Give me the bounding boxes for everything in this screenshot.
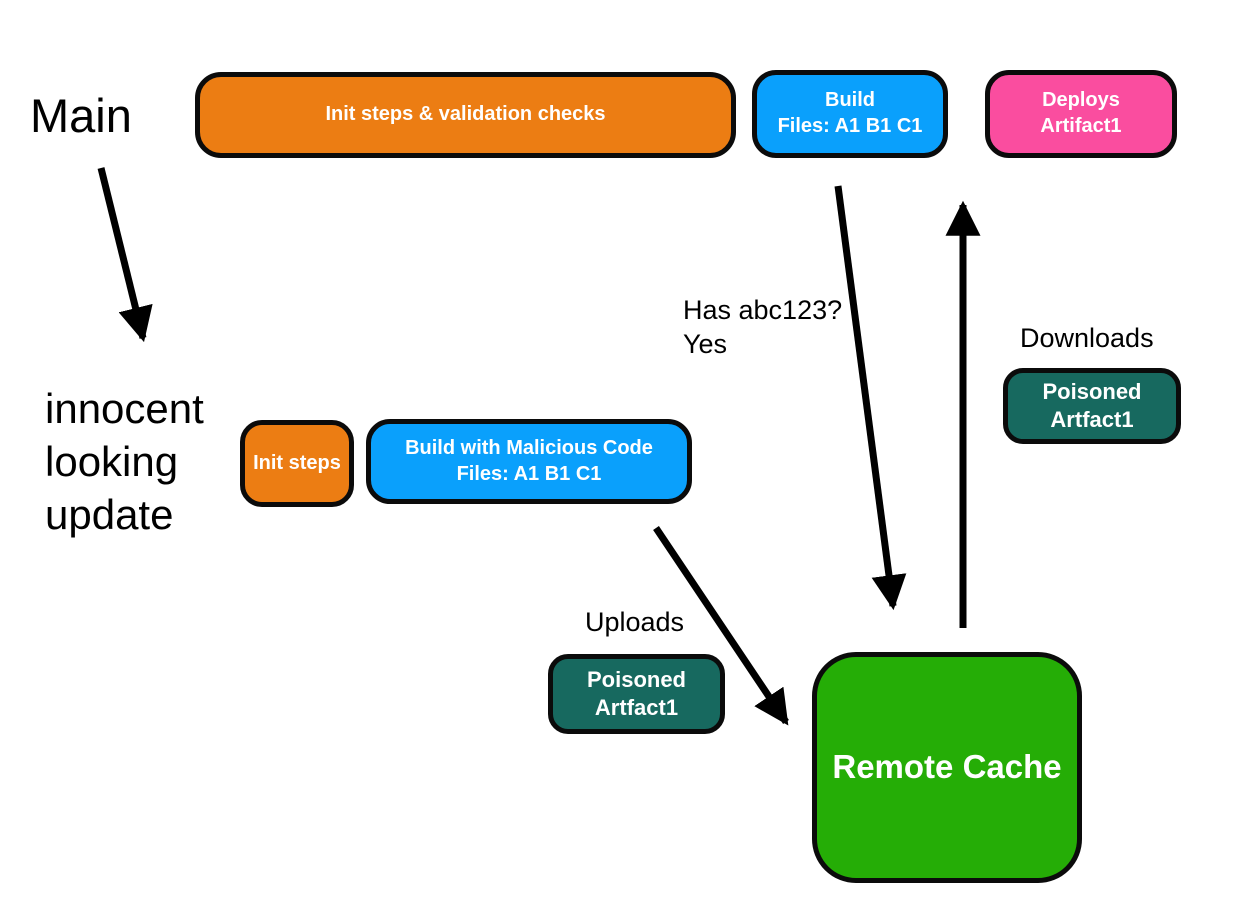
- node-remote-cache-label: Remote Cache: [832, 748, 1062, 786]
- uploads-label: Uploads: [585, 607, 685, 637]
- node-build-line2: Files: A1 B1 C1: [777, 115, 923, 137]
- node-init-validation-label: Init steps & validation checks: [325, 103, 606, 126]
- node-deploys-line2: Artifact1: [1040, 115, 1122, 137]
- innocent-update-line2: looking: [45, 438, 179, 485]
- node-deploys-artifact1: Deploys Artifact1: [985, 70, 1177, 158]
- downloads-label: Downloads: [1020, 323, 1154, 353]
- node-build-with-malicious-code: Build with Malicious Code Files: A1 B1 C…: [366, 419, 692, 504]
- innocent-update-line1: innocent: [45, 385, 204, 432]
- node-poisoned-artifact-downloaded: Poisoned Artfact1: [1003, 368, 1181, 444]
- node-poisoned-download-line2: Artfact1: [1050, 407, 1134, 432]
- has-abc123-label: Has abc123? Yes: [683, 293, 842, 361]
- node-poisoned-upload-line1: Poisoned: [586, 666, 686, 692]
- node-build: Build Files: A1 B1 C1: [752, 70, 948, 158]
- node-init-validation-checks: Init steps & validation checks: [195, 72, 736, 158]
- node-poisoned-artifact-uploaded: Poisoned Artfact1: [548, 654, 725, 734]
- node-poisoned-upload-line2: Artfact1: [594, 695, 679, 720]
- node-init-steps: Init steps: [240, 420, 354, 507]
- innocent-update-line3: update: [45, 491, 174, 538]
- node-build-malicious-line1: Build with Malicious Code: [405, 436, 653, 459]
- node-deploys-line1: Deploys: [1042, 89, 1120, 112]
- innocent-update-label: innocent looking update: [45, 382, 204, 541]
- main-branch-label: Main: [30, 89, 132, 142]
- has-abc123-question: Has abc123?: [683, 295, 843, 325]
- arrow-build-to-remote-cache: [834, 185, 907, 611]
- node-build-malicious-line2: Files: A1 B1 C1: [456, 462, 602, 485]
- node-remote-cache: Remote Cache: [812, 652, 1082, 883]
- node-init-steps-label: Init steps: [253, 451, 341, 474]
- arrow-main-to-innocent-update: [97, 167, 153, 343]
- node-poisoned-download-line1: Poisoned: [1042, 378, 1142, 404]
- has-abc123-answer: Yes: [683, 329, 728, 359]
- node-build-line1: Build: [825, 89, 875, 112]
